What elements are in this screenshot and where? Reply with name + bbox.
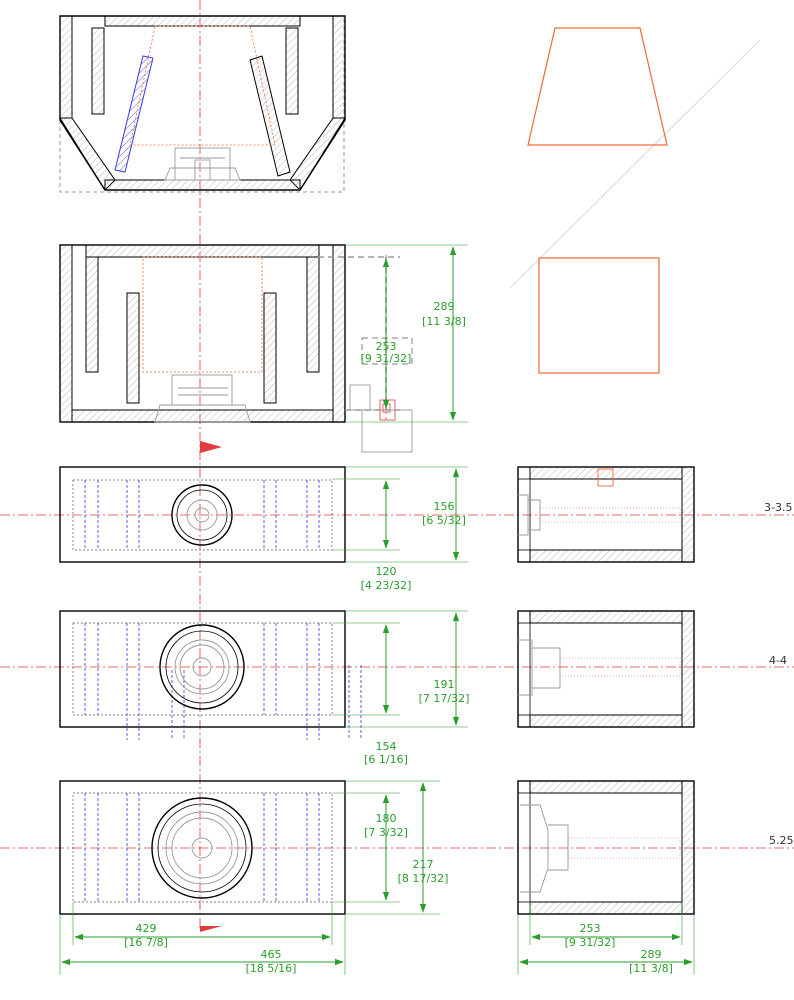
dim-191-mm: 191 xyxy=(434,678,455,691)
dimension-top-height: 289 [11 3/8] xyxy=(345,244,468,423)
driver-labels: 3-3.5 4-4 5.25 xyxy=(764,501,794,847)
angled-section-view xyxy=(59,15,346,193)
dimension-row1: 156 [6 5/32] 120 [4 23/32] xyxy=(332,466,468,592)
driver-side-icon-top xyxy=(154,374,251,423)
dimension-row2: 191 [7 17/32] 154 [6 1/16] xyxy=(332,610,470,766)
dim-253-depth-mm: 253 xyxy=(580,922,601,935)
side-view-row2 xyxy=(517,610,695,728)
dim-217-mm: 217 xyxy=(413,858,434,871)
section-arrow-bottom-icon xyxy=(200,920,222,932)
dim-154-mm: 154 xyxy=(376,740,397,753)
driver-label-row1: 3-3.5 xyxy=(764,501,792,514)
dim-120-in: [4 23/32] xyxy=(361,579,412,592)
dimension-row3: 180 [7 3/32] 217 [8 17/32] xyxy=(332,780,449,915)
dim-289-depth-in: [11 3/8] xyxy=(629,962,673,975)
dimension-top-inner: 253 [9 31/32] xyxy=(361,258,412,409)
dim-253-in: [9 31/32] xyxy=(361,352,412,365)
driver-label-row2: 4-4 xyxy=(769,654,787,667)
center-lines xyxy=(0,0,794,932)
orange-profiles xyxy=(527,27,668,374)
driver-label-row3: 5.25 xyxy=(769,834,794,847)
dim-180-mm: 180 xyxy=(376,812,397,825)
dim-429-mm: 429 xyxy=(136,922,157,935)
dim-120-mm: 120 xyxy=(376,565,397,578)
front-view-row1 xyxy=(59,466,346,563)
trapezoid-profile xyxy=(527,27,668,146)
dim-465-mm: 465 xyxy=(261,948,282,961)
dim-289-in: [11 3/8] xyxy=(422,315,466,328)
driver-side-icon xyxy=(164,147,241,181)
square-profile xyxy=(538,257,660,374)
dim-253-mm: 253 xyxy=(376,340,397,353)
dim-253-depth-in: [9 31/32] xyxy=(565,936,616,949)
side-view-row3 xyxy=(517,780,695,915)
dim-465-in: [18 5/16] xyxy=(246,962,297,975)
dim-217-in: [8 17/32] xyxy=(398,872,449,885)
dim-154-in: [6 1/16] xyxy=(364,753,408,766)
dim-156-mm: 156 xyxy=(434,500,455,513)
dimension-depth: 253 [9 31/32] 289 [11 3/8] xyxy=(517,902,695,975)
dim-429-in: [16 7/8] xyxy=(124,936,168,949)
dim-289-mm: 289 xyxy=(434,300,455,313)
top-view xyxy=(59,244,413,453)
dim-289-depth-mm: 289 xyxy=(641,948,662,961)
section-arrow-top-icon xyxy=(200,441,222,453)
dimension-width: 429 [16 7/8] 465 [18 5/16] xyxy=(59,902,346,975)
dim-191-in: [7 17/32] xyxy=(419,692,470,705)
dim-180-in: [7 3/32] xyxy=(364,826,408,839)
dim-156-in: [6 5/32] xyxy=(422,514,466,527)
front-view-row3 xyxy=(59,780,346,915)
front-view-row2 xyxy=(59,610,362,740)
side-view-row1 xyxy=(517,466,695,563)
